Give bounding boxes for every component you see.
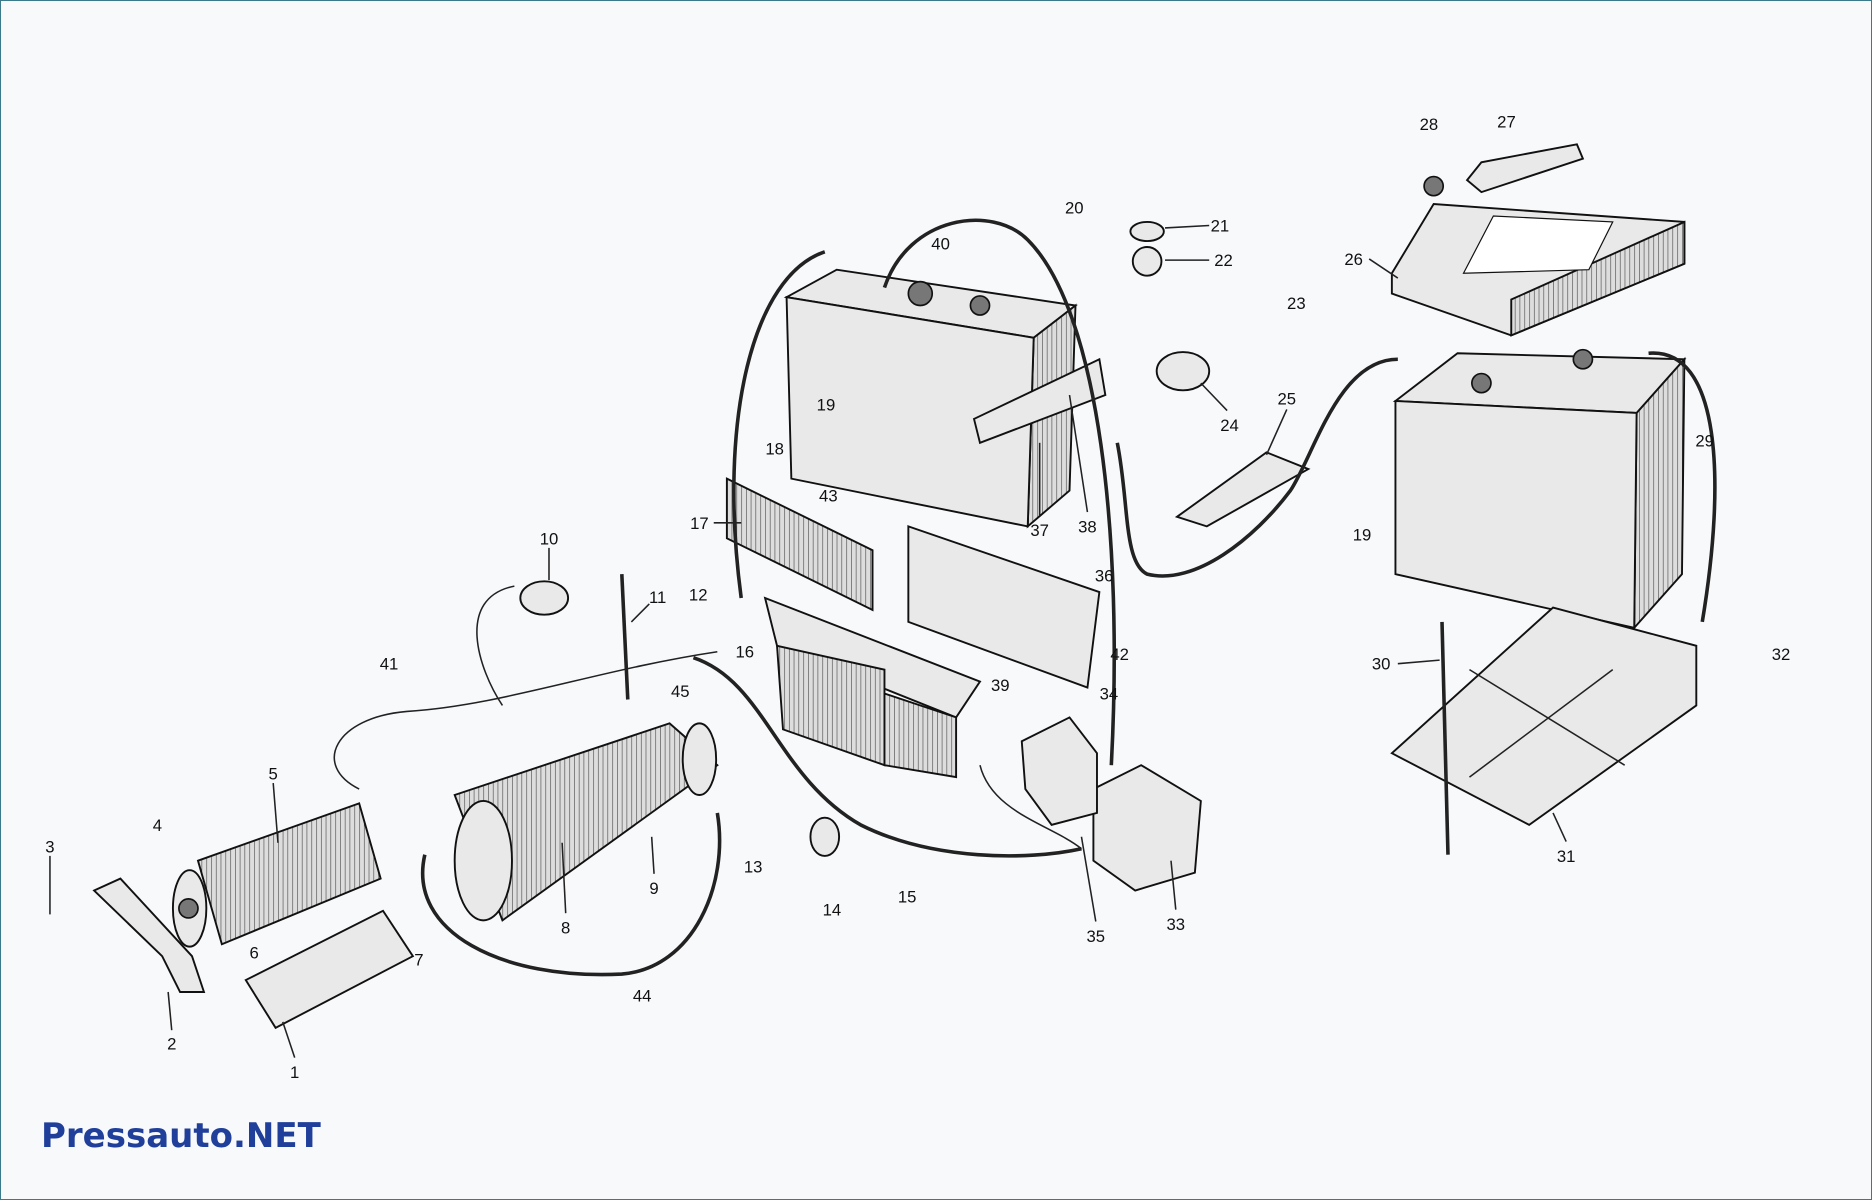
part-label-22: 22 — [1214, 251, 1233, 270]
battery-tray — [1390, 606, 1698, 855]
bracket-38 — [972, 357, 1107, 445]
part-label-29: 29 — [1695, 431, 1714, 450]
mounting-bracket — [725, 477, 1101, 779]
part-label-41: 41 — [380, 655, 399, 674]
part-label-15: 15 — [898, 887, 917, 906]
part-label-31: 31 — [1557, 847, 1576, 866]
cap-21 — [1129, 220, 1165, 243]
part-label-18: 18 — [765, 440, 784, 459]
part-label-13: 13 — [744, 858, 763, 877]
part-label-20: 20 — [1065, 199, 1084, 218]
part-label-2: 2 — [167, 1034, 176, 1053]
part-label-19-right: 19 — [1353, 526, 1372, 545]
wing-nut — [1423, 175, 1445, 197]
part-label-40: 40 — [931, 234, 950, 253]
leader-lines — [49, 224, 1567, 1058]
part-label-26: 26 — [1344, 250, 1363, 269]
part-label-3: 3 — [45, 837, 54, 856]
part-label-44: 44 — [633, 987, 652, 1006]
part-label-6: 6 — [249, 944, 258, 963]
part-label-30: 30 — [1372, 655, 1391, 674]
watermark-logo: Pressauto.NET — [41, 1116, 321, 1156]
dynamo — [171, 802, 382, 948]
part-label-37: 37 — [1030, 521, 1049, 540]
starter-motor — [453, 722, 719, 922]
part-label-8: 8 — [561, 918, 570, 937]
switch-14 — [809, 816, 841, 857]
part-label-14: 14 — [823, 901, 842, 920]
dynamo-bracket — [244, 909, 415, 1030]
part-label-12: 12 — [689, 585, 708, 604]
part-label-39: 39 — [991, 676, 1010, 695]
part-label-23: 23 — [1287, 294, 1306, 313]
part-label-16: 16 — [735, 643, 754, 662]
part-label-9: 9 — [649, 879, 658, 898]
part-label-38: 38 — [1078, 517, 1097, 536]
part-label-25: 25 — [1278, 390, 1297, 409]
part-label-43: 43 — [819, 486, 838, 505]
part-label-42: 42 — [1110, 645, 1129, 664]
part-label-5: 5 — [269, 764, 278, 783]
strap-25 — [1174, 451, 1311, 528]
part-label-35: 35 — [1086, 927, 1105, 946]
adjusting-link — [92, 877, 206, 993]
part-label-7: 7 — [414, 951, 423, 970]
battery-switch — [1155, 351, 1211, 392]
cap-22 — [1131, 246, 1163, 277]
part-label-11: 11 — [649, 588, 666, 607]
part-label-10: 10 — [540, 529, 559, 548]
part-label-1: 1 — [290, 1063, 299, 1082]
solenoid — [519, 580, 570, 616]
battery-right — [1392, 348, 1687, 631]
part-label-34: 34 — [1100, 684, 1119, 703]
part-label-36: 36 — [1095, 566, 1114, 585]
part-label-27: 27 — [1497, 113, 1516, 132]
part-labels: 1 2 3 4 5 6 7 8 9 10 11 12 13 14 15 16 1… — [45, 113, 1790, 1082]
mounting-plate — [1020, 716, 1098, 826]
part-label-45: 45 — [671, 682, 690, 701]
part-label-19-left: 19 — [817, 396, 836, 415]
control-box — [1092, 764, 1202, 892]
part-label-21: 21 — [1211, 216, 1230, 235]
clamp-bar — [1465, 143, 1585, 194]
part-label-28: 28 — [1420, 115, 1439, 134]
part-label-33: 33 — [1166, 915, 1185, 934]
cables — [333, 218, 1717, 977]
battery-cover — [1390, 203, 1686, 337]
part-label-24: 24 — [1220, 416, 1239, 435]
part-label-17: 17 — [690, 514, 709, 533]
part-label-32: 32 — [1772, 645, 1791, 664]
part-label-4: 4 — [153, 816, 162, 835]
